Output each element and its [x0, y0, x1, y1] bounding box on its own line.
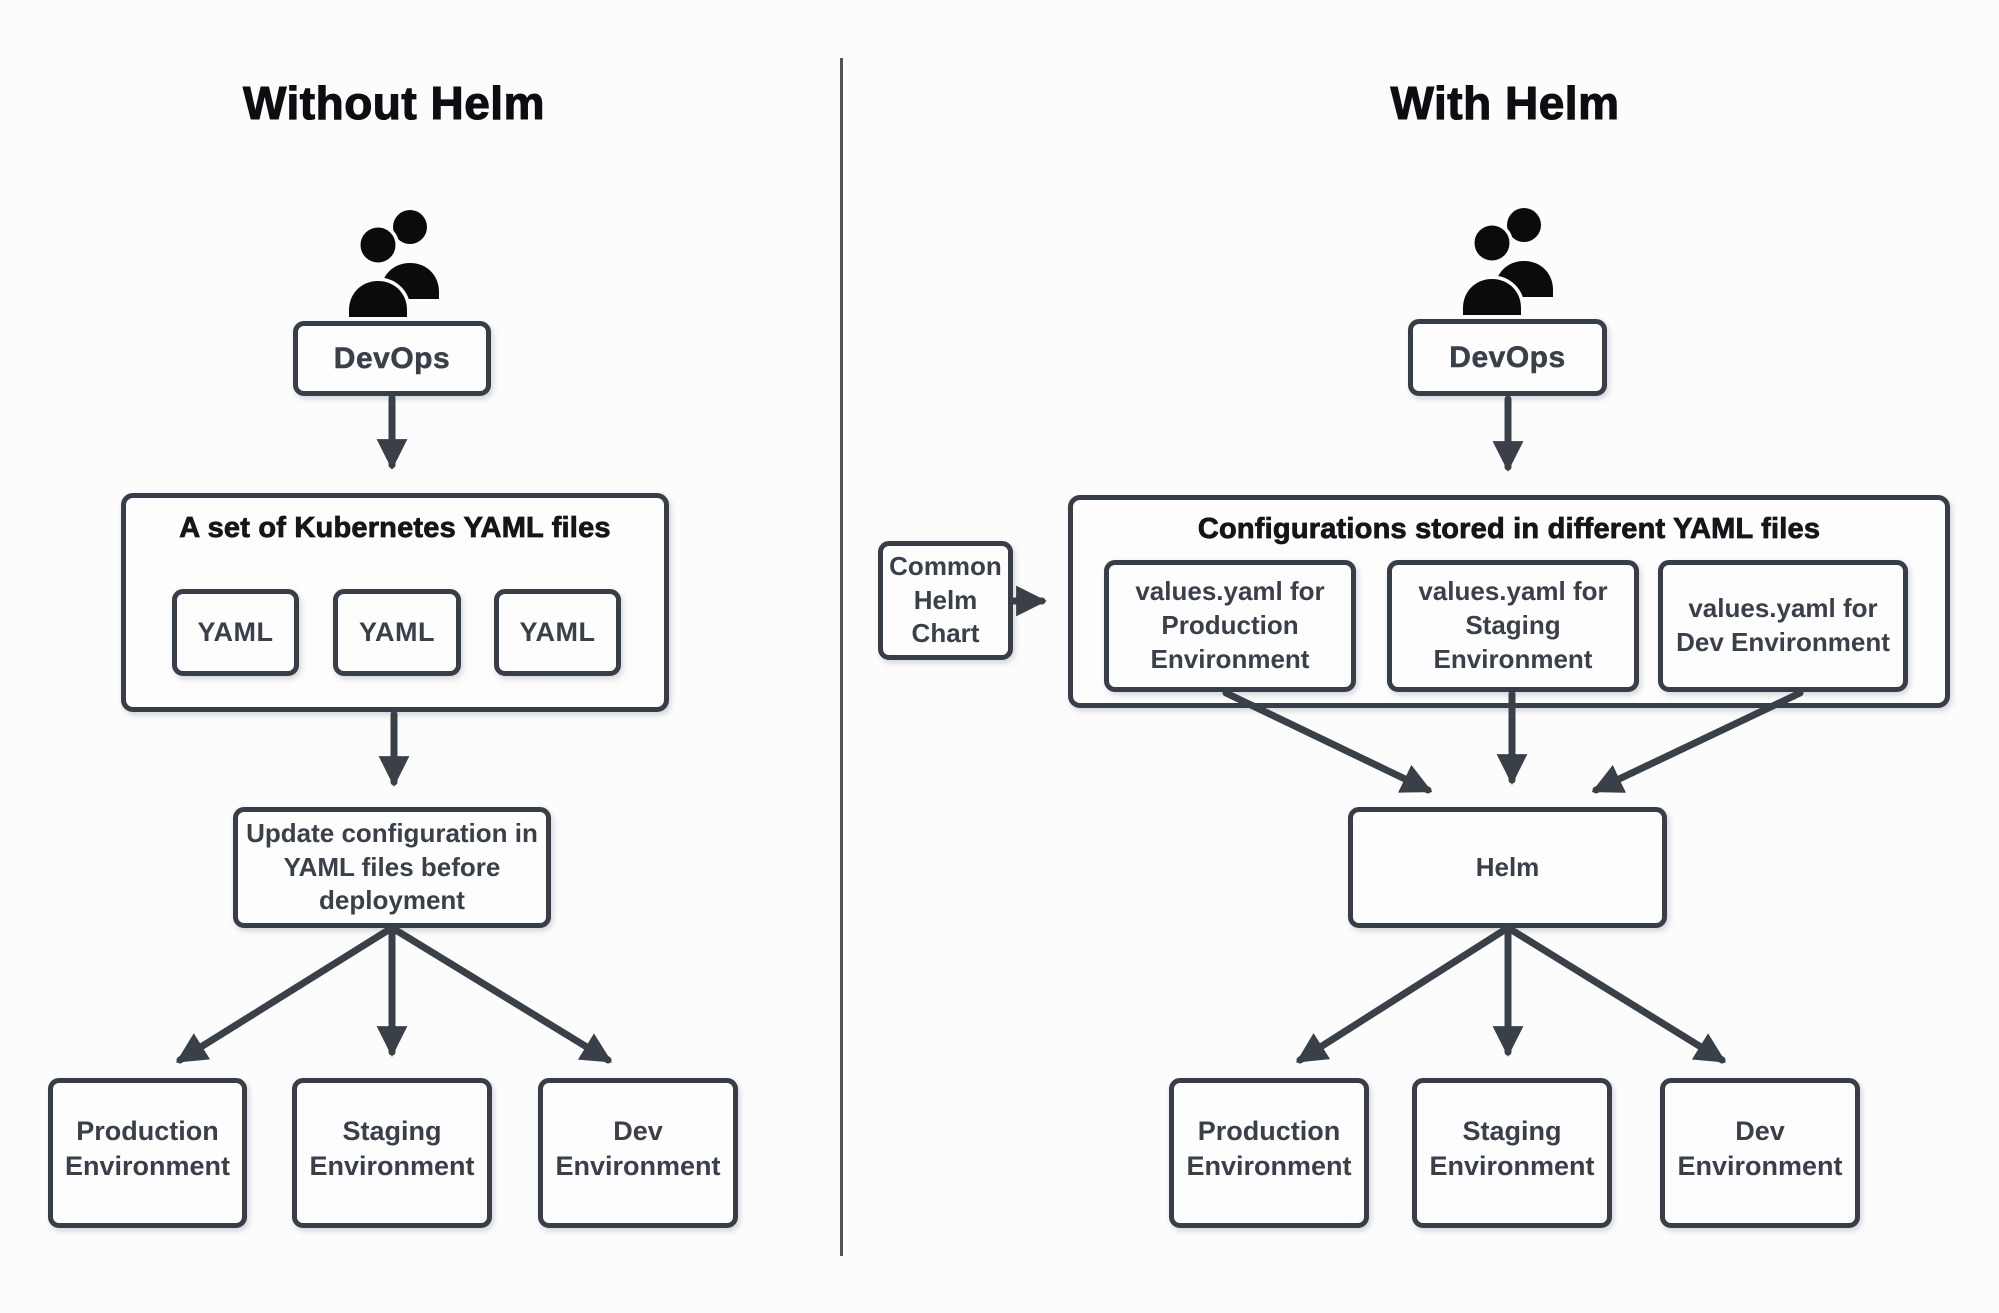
- update-config-label: Update configuration in YAML files befor…: [246, 817, 538, 916]
- right-staging-env-box: Staging Environment: [1412, 1078, 1612, 1228]
- env-label: Staging Environment: [309, 1115, 475, 1181]
- values-yaml-production-box: values.yaml for Production Environment: [1104, 560, 1356, 692]
- env-label: Production Environment: [1186, 1115, 1352, 1181]
- values-yaml-staging-box: values.yaml for Staging Environment: [1387, 560, 1639, 692]
- values-yaml-dev-box: values.yaml for Dev Environment: [1658, 560, 1908, 692]
- yaml-set-box-title: A set of Kubernetes YAML files: [179, 512, 611, 545]
- devops-people-icon: [1458, 201, 1558, 323]
- env-label: Production Environment: [64, 1115, 231, 1181]
- yaml-file-box: YAML: [333, 589, 461, 676]
- values-yaml-label: values.yaml for Dev Environment: [1676, 593, 1890, 657]
- left-production-env-box: Production Environment: [48, 1078, 247, 1228]
- left-devops-box: DevOps: [293, 321, 491, 396]
- values-yaml-label: values.yaml for Staging Environment: [1418, 576, 1608, 674]
- right-production-env-box: Production Environment: [1169, 1078, 1369, 1228]
- left-dev-env-box: Dev Environment: [538, 1078, 738, 1228]
- right-devops-label: DevOps: [1449, 340, 1566, 374]
- env-label: Dev Environment: [1677, 1115, 1843, 1181]
- yaml-file-label: YAML: [519, 617, 596, 647]
- helm-label: Helm: [1475, 851, 1540, 882]
- right-dev-env-box: Dev Environment: [1660, 1078, 1860, 1228]
- config-yaml-box: Configurations stored in different YAML …: [1068, 495, 1950, 708]
- values-yaml-label: values.yaml for Production Environment: [1135, 576, 1325, 674]
- left-staging-env-box: Staging Environment: [292, 1078, 492, 1228]
- right-panel-title: With Helm: [1390, 76, 1620, 129]
- yaml-file-label: YAML: [358, 617, 435, 647]
- update-config-box: Update configuration in YAML files befor…: [233, 807, 551, 928]
- helm-box: Helm: [1348, 807, 1667, 928]
- env-label: Dev Environment: [555, 1115, 721, 1181]
- yaml-file-box: YAML: [494, 589, 621, 676]
- common-helm-chart-label: Common Helm Chart: [889, 550, 1002, 649]
- yaml-file-label: YAML: [197, 617, 274, 647]
- config-yaml-box-title: Configurations stored in different YAML …: [1197, 513, 1821, 546]
- yaml-file-box: YAML: [172, 589, 299, 676]
- yaml-set-box: A set of Kubernetes YAML files YAML YAML…: [121, 493, 669, 712]
- common-helm-chart-box: Common Helm Chart: [878, 541, 1013, 660]
- left-panel-title: Without Helm: [242, 76, 545, 129]
- devops-people-icon: [344, 203, 444, 325]
- right-devops-box: DevOps: [1408, 319, 1607, 396]
- env-label: Staging Environment: [1429, 1115, 1595, 1181]
- left-devops-label: DevOps: [333, 341, 451, 375]
